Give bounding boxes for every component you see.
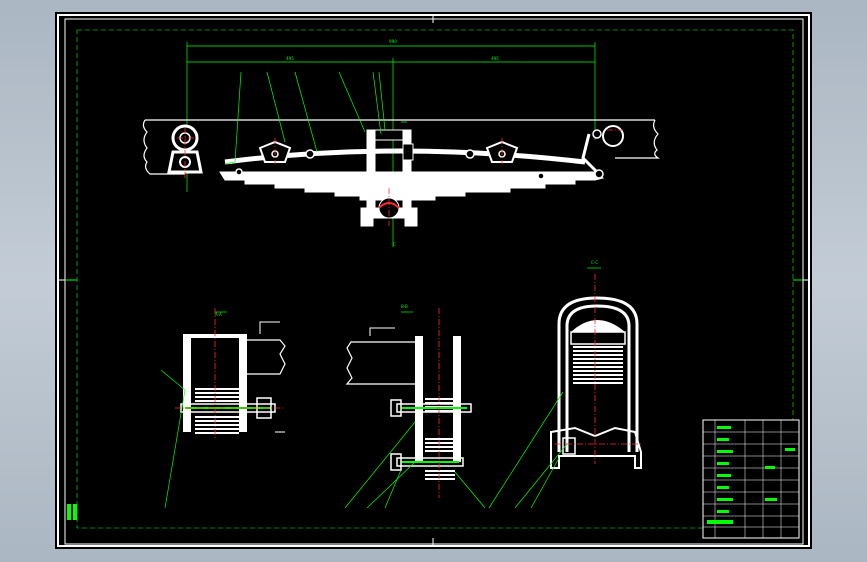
section-c-label: C-C bbox=[591, 260, 598, 265]
zone-frame bbox=[76, 29, 794, 529]
zone-ticks bbox=[58, 15, 809, 546]
dim-overall: 990 bbox=[389, 39, 397, 44]
inner-frame bbox=[64, 18, 804, 545]
dim-left: 495 bbox=[286, 56, 294, 61]
title-block bbox=[702, 419, 800, 539]
dim-right: 495 bbox=[491, 56, 499, 61]
margin-marks bbox=[67, 504, 77, 520]
section-a-label: A-A bbox=[215, 312, 222, 317]
leaf-spring-assembly: 990 495 495 bbox=[142, 39, 660, 247]
drawing-sheet: 990 495 495 bbox=[55, 12, 812, 549]
section-view-left: A-A bbox=[160, 308, 286, 509]
section-view-right: C-C bbox=[488, 260, 643, 509]
drawing-canvas: 990 495 495 bbox=[57, 14, 810, 547]
section-view-middle: B-B bbox=[344, 304, 486, 509]
section-b-label: B-B bbox=[401, 304, 408, 309]
center-mark: C bbox=[393, 242, 396, 247]
